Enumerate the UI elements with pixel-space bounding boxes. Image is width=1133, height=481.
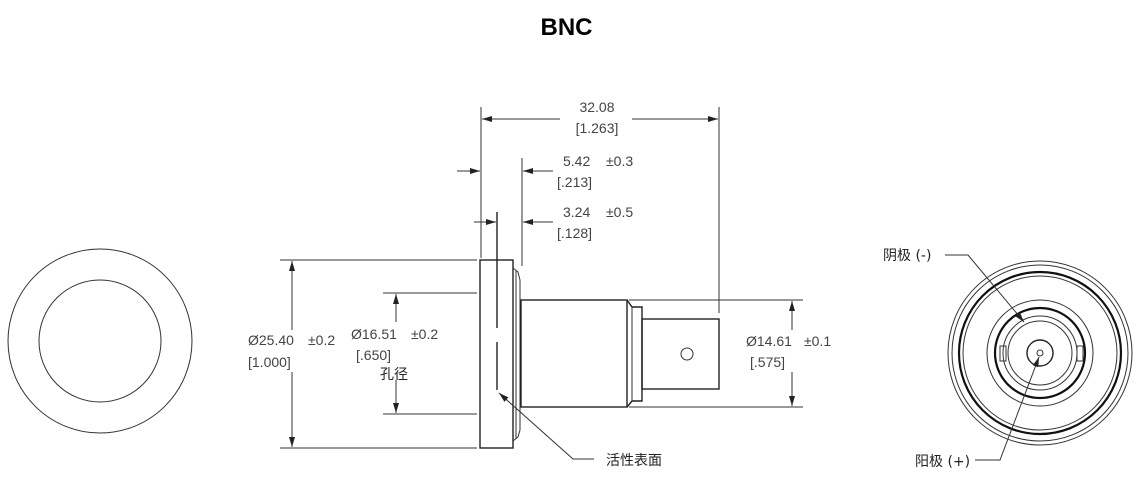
dimension-flange-diameter: Ø25.40 ±0.2 [1.000]	[248, 259, 477, 449]
side-view	[479, 212, 720, 449]
front-outer-circle	[7, 248, 193, 434]
bnc-bayonet	[641, 318, 720, 390]
center-insulator	[1026, 339, 1054, 367]
end-view: 阴极 (-) 阳极 (+)	[883, 248, 1133, 470]
overall-length-mm: 32.08	[579, 99, 614, 115]
bore-diameter-tol: ±0.2	[411, 326, 438, 342]
connector-body	[520, 299, 628, 408]
body-diameter-tol: ±0.1	[804, 333, 831, 349]
cathode-leader	[945, 254, 1025, 323]
flange-chamfer	[512, 267, 521, 442]
flange-diameter-inch: [1.000]	[248, 354, 291, 370]
anode-leader	[975, 356, 1040, 461]
surface-to-shoulder-inch: [.128]	[557, 225, 592, 241]
surface-to-shoulder-mm: 3.24	[563, 204, 590, 220]
bore-diameter-inch: [.650]	[356, 347, 391, 363]
active-surface-callout: 活性表面	[498, 392, 662, 469]
flange-to-shoulder-tol: ±0.3	[606, 153, 633, 169]
dimension-bore-diameter: Ø16.51 ±0.2 [.650] 孔径	[351, 292, 477, 415]
overall-length-inch: [1.263]	[576, 120, 619, 136]
front-inner-circle	[38, 279, 162, 403]
bore-label: 孔径	[380, 367, 408, 383]
bayonet-tab-left	[999, 345, 1007, 362]
bayonet-tab-right	[1076, 345, 1084, 362]
drawing-title: BNC	[540, 14, 593, 41]
body-diameter-mm: Ø14.61	[746, 333, 792, 349]
dimension-body-diameter: Ø14.61 ±0.1 [.575]	[629, 299, 831, 408]
flange-diameter-mm: Ø25.40	[248, 332, 294, 348]
surface-to-shoulder-tol: ±0.5	[606, 204, 633, 220]
flange-to-shoulder-mm: 5.42	[563, 153, 590, 169]
bore-diameter-mm: Ø16.51	[351, 326, 397, 342]
body-diameter-inch: [.575]	[750, 354, 785, 370]
anode-label: 阳极 (+)	[915, 454, 970, 470]
flange-to-shoulder-inch: [.213]	[557, 174, 592, 190]
dimension-surface-to-shoulder: 3.24 ±0.5 [.128]	[474, 204, 633, 241]
flange-diameter-tol: ±0.2	[308, 332, 335, 348]
active-surface-label: 活性表面	[606, 453, 662, 469]
dimension-overall-length: 32.08 [1.263]	[480, 99, 720, 313]
dimension-flange-to-shoulder: 5.42 ±0.3 [.213]	[457, 153, 633, 266]
front-view	[7, 248, 193, 434]
bayonet-pin-hole	[680, 347, 694, 361]
center-pin	[1036, 349, 1044, 357]
body-step	[626, 299, 643, 408]
cathode-label: 阴极 (-)	[883, 248, 931, 264]
